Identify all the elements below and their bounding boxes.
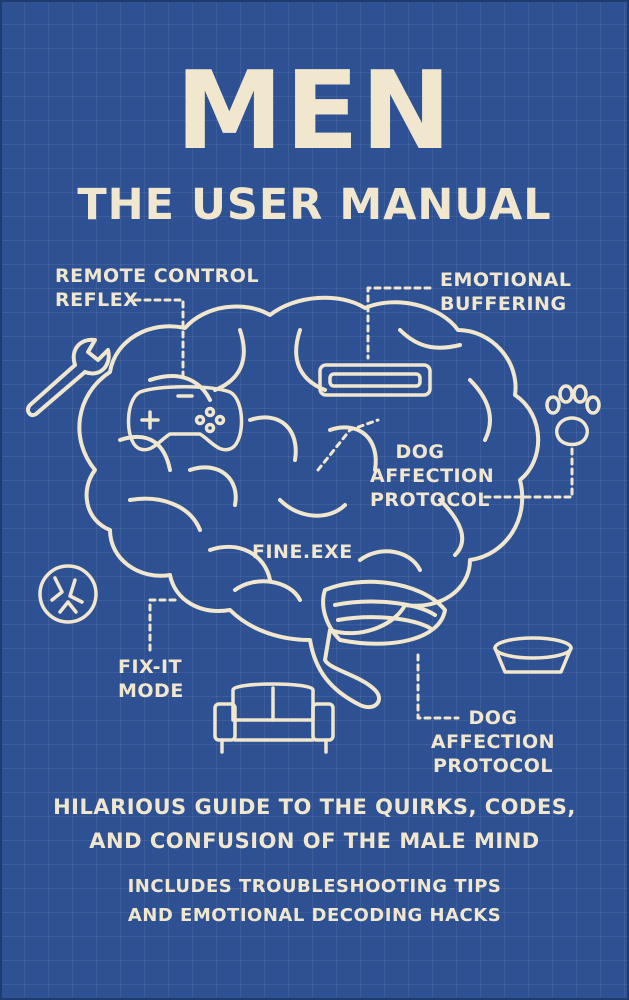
callout-lines — [133, 286, 574, 720]
label-line: FIX-IT — [118, 656, 183, 678]
label-fix-it-mode: FIX-IT MODE — [118, 655, 184, 703]
label-line: DOG — [468, 707, 518, 729]
wrench-icon — [25, 337, 111, 417]
label-line: AFFECTION — [370, 465, 495, 487]
label-remote-control-reflex: REMOTE CONTROL REFLEX — [55, 264, 259, 312]
book-title: MEN — [175, 49, 454, 174]
progress-bar-icon — [318, 363, 432, 397]
label-line: PROTOCOL — [432, 755, 554, 777]
label-line: MODE — [118, 680, 184, 702]
paw-icon — [545, 384, 601, 447]
label-dog-affection-center: DOG AFFECTION PROTOCOL — [370, 440, 495, 512]
label-line: BUFFERING — [440, 293, 567, 315]
tagline-line: AND CONFUSION OF THE MALE MIND — [89, 829, 540, 853]
tagline: HILARIOUS GUIDE TO THE QUIRKS, CODES, AN… — [0, 790, 629, 858]
brain-illustration — [77, 295, 541, 710]
broken-ball-icon — [38, 564, 98, 624]
label-line: PROTOCOL — [370, 489, 491, 511]
label-emotional-buffering: EMOTIONAL BUFFERING — [440, 268, 571, 316]
tagline-line: HILARIOUS GUIDE TO THE QUIRKS, CODES, — [53, 795, 576, 819]
tagline-line: AND EMOTIONAL DECODING HACKS — [127, 905, 502, 926]
label-line: AFFECTION — [430, 731, 556, 753]
tagline-secondary: INCLUDES TROUBLESHOOTING TIPS AND EMOTIO… — [0, 872, 629, 930]
label-line: DOG — [395, 441, 445, 463]
tagline-line: INCLUDES TROUBLESHOOTING TIPS — [127, 876, 502, 897]
sofa-icon — [213, 682, 335, 754]
book-subtitle: THE USER MANUAL — [77, 180, 552, 230]
label-line: REMOTE CONTROL — [55, 265, 260, 287]
label-fine-exe: FINE.EXE — [252, 541, 353, 563]
label-dog-affection-bottom: DOG AFFECTION PROTOCOL — [430, 706, 556, 778]
label-line: REFLEX — [55, 289, 139, 311]
dog-bowl-icon — [493, 636, 573, 674]
gamepad-icon — [126, 385, 244, 452]
label-line: EMOTIONAL — [440, 269, 572, 291]
